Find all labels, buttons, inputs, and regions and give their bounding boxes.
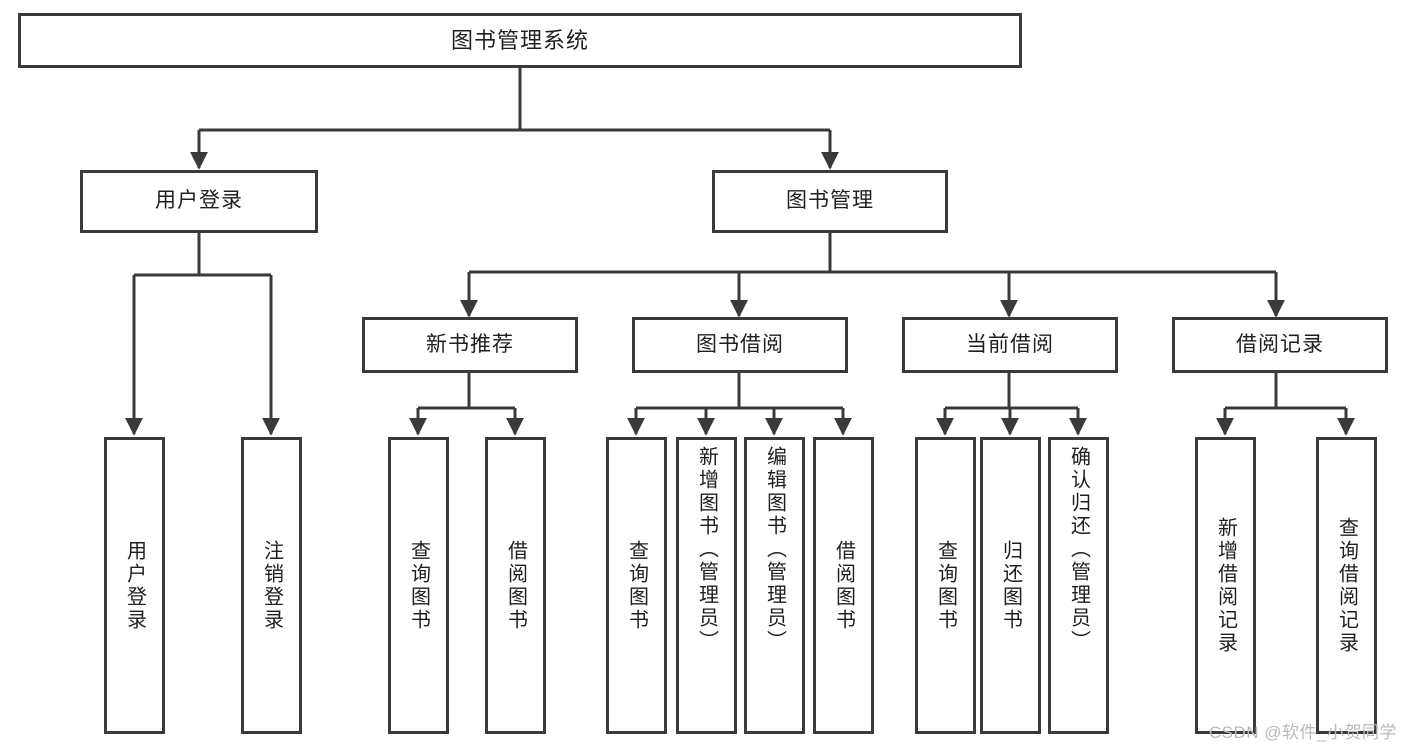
- node-label: 查询借阅记录: [1335, 516, 1358, 655]
- leaf-text-wrap: 借阅图书: [488, 440, 543, 731]
- node-label: 图书管理: [786, 189, 874, 213]
- leaf-text-wrap: 用户登录: [107, 440, 162, 731]
- leaf-book-borrow-borrow-book[interactable]: 借阅图书: [813, 437, 874, 734]
- node-label: 新增图书（管理员）: [695, 446, 718, 653]
- leaf-text-wrap: 确认归还（管理员）: [1051, 440, 1106, 731]
- leaf-text-wrap: 新增图书（管理员）: [679, 440, 734, 731]
- leaf-text-wrap: 借阅图书: [816, 440, 871, 731]
- leaf-current-borrow-confirm-return-admin[interactable]: 确认归还（管理员）: [1048, 437, 1109, 734]
- node-label: 注销登录: [260, 539, 283, 632]
- leaf-current-borrow-return-book[interactable]: 归还图书: [980, 437, 1041, 734]
- node-label: 图书借阅: [696, 332, 784, 356]
- leaf-book-borrow-add-book-admin[interactable]: 新增图书（管理员）: [676, 437, 737, 734]
- leaf-current-borrow-query-book[interactable]: 查询图书: [915, 437, 976, 734]
- node-label: 新书推荐: [426, 332, 514, 356]
- leaf-text-wrap: 查询图书: [918, 440, 973, 731]
- node-label: 借阅图书: [504, 539, 527, 632]
- node-label: 查询图书: [625, 539, 648, 632]
- node-label: 图书管理系统: [450, 27, 589, 53]
- leaf-new-book-borrow-book[interactable]: 借阅图书: [485, 437, 546, 734]
- leaf-book-borrow-query-book[interactable]: 查询图书: [606, 437, 667, 734]
- leaf-text-wrap: 查询图书: [391, 440, 446, 731]
- node-label: 新增借阅记录: [1214, 516, 1237, 655]
- node-root-book-management-system[interactable]: 图书管理系统: [18, 13, 1022, 68]
- csdn-watermark: CSDN @软件_小贺同学: [1208, 723, 1397, 742]
- node-label: 查询图书: [934, 539, 957, 632]
- node-label: 归还图书: [999, 539, 1022, 632]
- leaf-text-wrap: 查询借阅记录: [1319, 440, 1374, 731]
- node-borrow-record[interactable]: 借阅记录: [1172, 317, 1388, 373]
- leaf-new-book-query-book[interactable]: 查询图书: [388, 437, 449, 734]
- leaf-text-wrap: 归还图书: [983, 440, 1038, 731]
- node-book-borrow[interactable]: 图书借阅: [632, 317, 848, 373]
- leaf-book-borrow-edit-book-admin[interactable]: 编辑图书（管理员）: [744, 437, 805, 734]
- leaf-user-login-login[interactable]: 用户登录: [104, 437, 165, 734]
- leaf-user-login-logout[interactable]: 注销登录: [241, 437, 302, 734]
- node-label: 查询图书: [407, 539, 430, 632]
- leaf-borrow-record-query-record[interactable]: 查询借阅记录: [1316, 437, 1377, 734]
- leaf-text-wrap: 编辑图书（管理员）: [747, 440, 802, 731]
- node-book-management[interactable]: 图书管理: [712, 170, 948, 233]
- node-label: 借阅记录: [1236, 332, 1324, 356]
- node-label: 确认归还（管理员）: [1067, 446, 1090, 653]
- leaf-borrow-record-add-record[interactable]: 新增借阅记录: [1195, 437, 1256, 734]
- node-label: 用户登录: [155, 189, 243, 213]
- leaf-text-wrap: 新增借阅记录: [1198, 440, 1253, 731]
- node-user-login[interactable]: 用户登录: [80, 170, 318, 233]
- node-label: 借阅图书: [832, 539, 855, 632]
- node-new-book-recommend[interactable]: 新书推荐: [362, 317, 578, 373]
- leaf-text-wrap: 注销登录: [244, 440, 299, 731]
- node-label: 编辑图书（管理员）: [763, 446, 786, 653]
- node-current-borrow[interactable]: 当前借阅: [902, 317, 1118, 373]
- node-label: 当前借阅: [966, 332, 1054, 356]
- node-label: 用户登录: [123, 539, 146, 632]
- leaf-text-wrap: 查询图书: [609, 440, 664, 731]
